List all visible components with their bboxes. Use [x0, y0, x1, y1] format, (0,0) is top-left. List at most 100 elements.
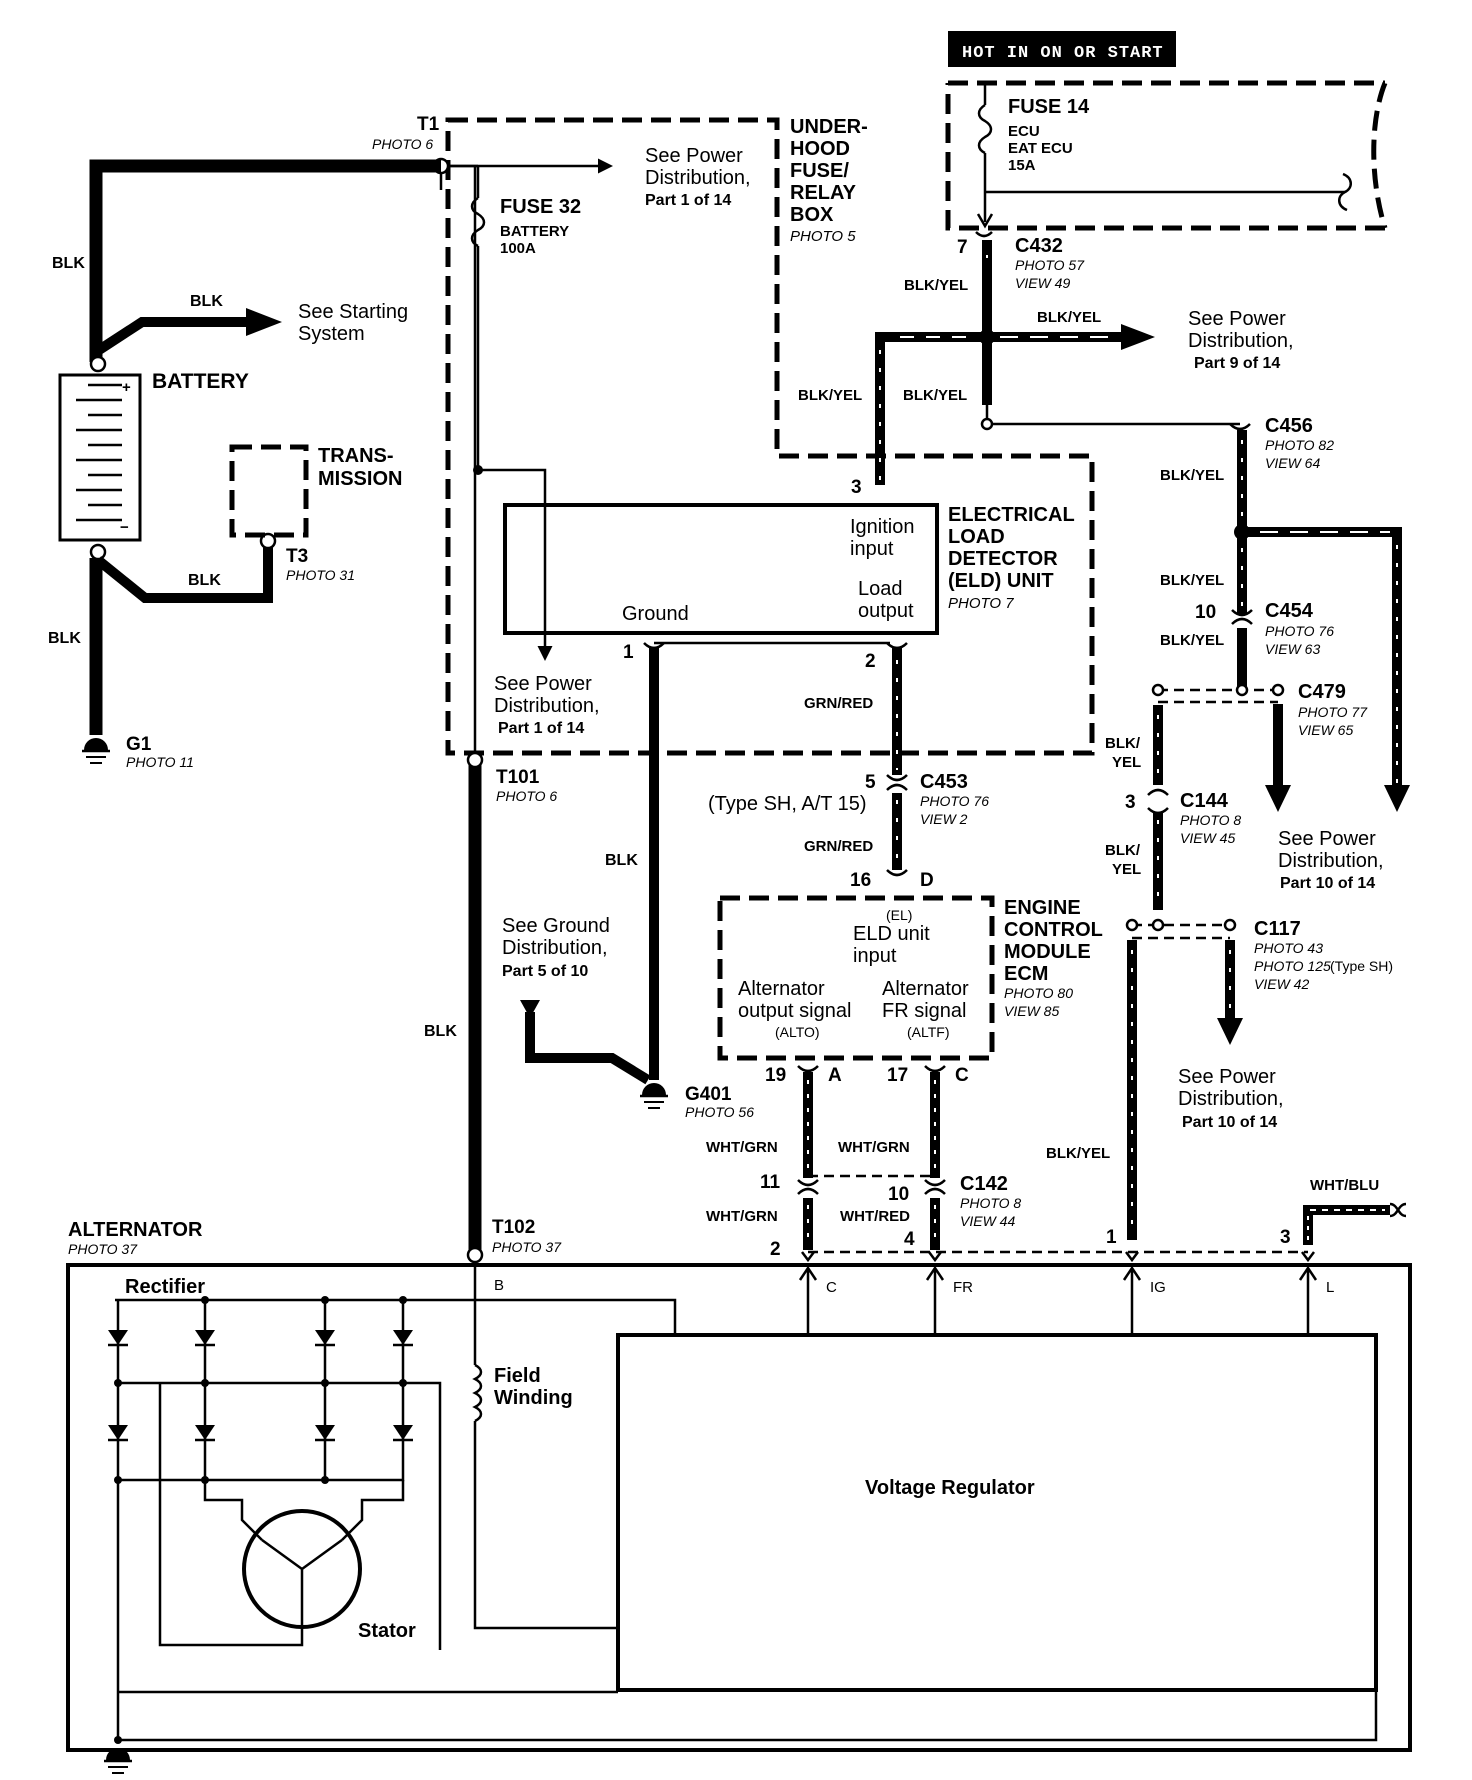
rectifier-label: Rectifier	[125, 1276, 205, 1298]
t1-photo: PHOTO 6	[372, 136, 433, 152]
wht-blu-label: WHT/BLU	[1310, 1177, 1379, 1194]
ecm-alt-fr2: FR signal	[882, 1000, 966, 1022]
battery-minus: −	[120, 519, 129, 536]
wht-grn-label-3: WHT/GRN	[706, 1208, 778, 1225]
eld-l2: LOAD	[948, 526, 1005, 548]
eld-photo: PHOTO 7	[948, 595, 1014, 612]
pin-10-c142: 10	[888, 1184, 909, 1205]
voltage-regulator-box	[616, 1333, 1378, 1692]
eld-load2: output	[858, 600, 914, 622]
field-winding-l1: Field	[494, 1365, 541, 1387]
c117-type: (Type SH)	[1330, 958, 1393, 974]
g1-photo: PHOTO 11	[126, 754, 194, 770]
ecm-eld1: ELD unit	[853, 923, 930, 945]
pin-a-ecm: A	[828, 1065, 842, 1086]
pd1-see-power: See Power	[645, 145, 743, 167]
c479-view: VIEW 65	[1298, 722, 1353, 738]
starting-ref-2: System	[298, 323, 365, 345]
ecm-altf: (ALTF)	[907, 1024, 950, 1040]
t1-label: T1	[417, 114, 440, 135]
yel-2: YEL	[1112, 861, 1141, 878]
c117-view: VIEW 42	[1254, 976, 1309, 992]
eld-load1: Load	[858, 578, 903, 600]
pd1b-see-power: See Power	[494, 673, 592, 695]
c432-label: C432	[1015, 235, 1063, 257]
battery-label: BATTERY	[152, 370, 249, 393]
c432-view: VIEW 49	[1015, 275, 1070, 291]
c117-photo: PHOTO 43	[1254, 940, 1323, 956]
g401-photo: PHOTO 56	[685, 1104, 754, 1120]
fuse14-symbol	[977, 103, 993, 155]
battery-plus: +	[122, 379, 131, 396]
pd10a-see-power: See Power	[1278, 828, 1376, 850]
transmission-ground-wire	[94, 545, 273, 603]
ecm-el: (EL)	[886, 907, 912, 923]
stator-symbol	[158, 1383, 405, 1647]
pin-1-ig: 1	[1106, 1227, 1117, 1248]
field-winding-l2: Winding	[494, 1387, 573, 1409]
blk-label-eld-ground: BLK	[605, 852, 638, 869]
ecm-l2: CONTROL	[1004, 919, 1103, 941]
underhood-l3: FUSE/	[790, 160, 849, 182]
ground-dist-wire	[525, 1012, 651, 1085]
alt-terminal-fr: FR	[953, 1279, 973, 1296]
grn-red-label-1: GRN/RED	[804, 695, 873, 712]
underhood-l4: RELAY	[790, 182, 857, 204]
ecm-photo: PHOTO 80	[1004, 985, 1073, 1001]
c453-view: VIEW 2	[920, 811, 968, 827]
pin-11-c142: 11	[760, 1172, 781, 1193]
battery-positive-wire	[89, 159, 441, 362]
c142-view: VIEW 44	[960, 1213, 1015, 1229]
underhood-l5: BOX	[790, 204, 834, 226]
pin-10-c454: 10	[1195, 602, 1216, 623]
pin-c-ecm: C	[955, 1065, 969, 1086]
fuse32-to-power-dist-arrow	[478, 468, 553, 661]
hot-in-on-or-start-box	[948, 31, 1176, 67]
alt-terminal-arrows	[798, 1251, 1318, 1325]
fuse14-name: FUSE 14	[1008, 96, 1090, 118]
pd9-part: Part 9 of 14	[1194, 355, 1280, 372]
pin-4-alt: 4	[904, 1229, 915, 1250]
blk-yel-wire-eld	[875, 332, 987, 485]
blk-label-battery-top: BLK	[52, 255, 85, 272]
c456-label: C456	[1265, 415, 1313, 437]
c144-label: C144	[1180, 790, 1229, 812]
pin-2-alt: 2	[770, 1239, 781, 1260]
eld-ign2: input	[850, 538, 894, 560]
t3-label: T3	[286, 546, 308, 567]
transmission-l1: TRANS-	[318, 445, 394, 467]
fuse32-symbol	[470, 196, 486, 248]
pd1-part: Part 1 of 14	[645, 192, 731, 209]
blk-slash-2: BLK/	[1105, 842, 1141, 859]
ecm-view: VIEW 85	[1004, 1003, 1059, 1019]
c454-photo: PHOTO 76	[1265, 623, 1334, 639]
ecm-box	[717, 895, 995, 1061]
ecm-l3: MODULE	[1004, 941, 1091, 963]
rectifier-bridge	[108, 1296, 442, 1740]
t3-photo: PHOTO 31	[286, 567, 355, 583]
pd10a-distribution: Distribution,	[1278, 850, 1384, 872]
alt-terminal-l: L	[1326, 1279, 1334, 1296]
pin-19-ecm: 19	[765, 1065, 786, 1086]
blkyel-label-1: BLK/YEL	[904, 277, 968, 294]
blkyel-label-7: BLK/YEL	[1160, 632, 1224, 649]
blk-yel-wire-pd10a	[1242, 527, 1402, 790]
pin-17-ecm: 17	[887, 1065, 908, 1086]
c117-label: C117	[1254, 918, 1301, 940]
c479-label: C479	[1298, 681, 1346, 703]
g1-label: G1	[126, 734, 152, 755]
transmission-box	[229, 444, 309, 538]
alt-terminal-b: B	[494, 1277, 504, 1294]
wht-red-label: WHT/RED	[840, 1208, 910, 1225]
pd10a-part: Part 10 of 14	[1280, 875, 1375, 892]
blk-label-trans: BLK	[188, 572, 221, 589]
blkyel-label-ig: BLK/YEL	[1046, 1145, 1110, 1162]
fuse32-name: FUSE 32	[500, 196, 581, 218]
c456-photo: PHOTO 82	[1265, 437, 1334, 453]
underhood-photo: PHOTO 5	[790, 228, 856, 245]
c432-photo: PHOTO 57	[1015, 257, 1085, 273]
c453-note: (Type SH, A/T 15)	[708, 793, 867, 815]
blk-label-battery-neg: BLK	[48, 630, 81, 647]
eld-ign1: Ignition	[850, 516, 915, 538]
